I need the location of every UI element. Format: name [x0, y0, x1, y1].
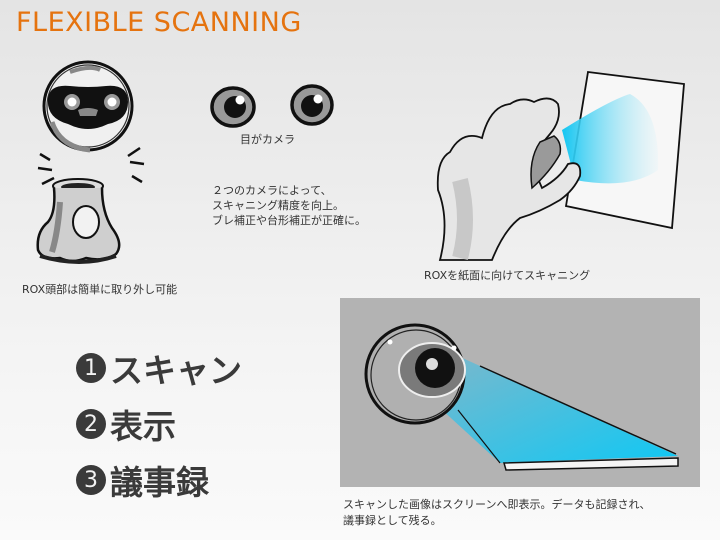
- step-number-badge: 3: [76, 465, 106, 495]
- step-label: 表示: [110, 407, 176, 446]
- robot-caption: ROX頭部は簡単に取り外し可能: [22, 283, 178, 296]
- step-number-badge: 1: [76, 353, 106, 383]
- rox-robot-illustration: [36, 60, 145, 264]
- hand-scan-caption: ROXを紙面に向けてスキャニング: [424, 269, 591, 282]
- camera-description-line: ブレ補正や台形補正が正確に。: [212, 214, 366, 227]
- step-label: スキャン: [110, 351, 242, 390]
- step-item: 3 議事録: [76, 452, 242, 508]
- projection-caption: スキャンした画像はスクリーンへ即表示。データも記録され、 議事録として残る。: [343, 497, 651, 529]
- projection-caption-line: スキャンした画像はスクリーンへ即表示。データも記録され、: [343, 498, 651, 511]
- step-number-badge: 2: [76, 409, 106, 439]
- hand-scanning-paper-icon: [436, 70, 685, 261]
- step-item: 2 表示: [76, 396, 242, 452]
- camera-description: ２つのカメラによって、 スキャニング精度を向上。 ブレ補正や台形補正が正確に。: [212, 183, 366, 228]
- projection-caption-line: 議事録として残る。: [343, 514, 442, 527]
- step-item: 1 スキャン: [76, 340, 242, 396]
- page-title: FLEXIBLE SCANNING: [16, 7, 302, 38]
- camera-description-line: ２つのカメラによって、: [212, 184, 332, 197]
- eye-projecting-to-screen-icon: [364, 323, 679, 471]
- steps-list: 1 スキャン 2 表示 3 議事録: [76, 340, 242, 508]
- step-label: 議事録: [110, 463, 209, 502]
- eyes-caption: 目がカメラ: [240, 133, 295, 146]
- camera-eyes-icon: [210, 84, 334, 128]
- camera-description-line: スキャニング精度を向上。: [212, 199, 344, 212]
